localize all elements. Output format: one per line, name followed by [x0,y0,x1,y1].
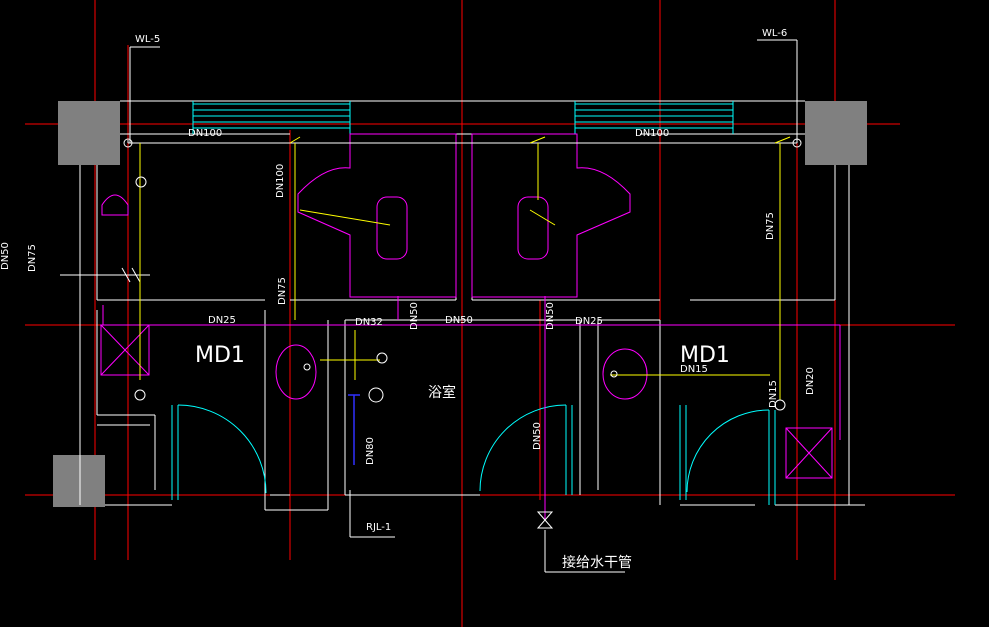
floor-drain-icon [135,176,147,188]
pipe-size-dn100-vert: DN100 [275,164,286,198]
pipe-size-dn75-margin: DN75 [27,244,38,272]
basin-tap-icon [303,363,311,371]
labels: WL-5 WL-6 DN100 DN100 DN100 DN75 DN50 DN… [0,28,816,571]
supply-pipes [139,136,791,400]
door-tag-md1-right: MD1 [680,343,730,368]
fittings [123,138,802,573]
floor-drain-icon [774,399,786,411]
pipe-size-dn15-right: DN15 [680,364,708,375]
wc-bowl-right [517,196,549,260]
floor-drain-icon [376,352,388,364]
washbasin-left [275,344,317,400]
pipe-size-dn25-left: DN25 [208,315,236,326]
wc-stall-right [471,133,631,298]
drain-pipes [60,39,798,283]
wc-bowl-left [376,196,408,260]
pipe-size-dn15-right2: DN15 [768,380,779,408]
door-swing-bath [479,404,567,492]
column-top-left [58,101,120,165]
pipe-size-dn25-right: DN25 [575,316,603,327]
washbasin-right [602,348,648,400]
valve-icon [536,511,554,529]
door-tag-md1-left: MD1 [195,343,245,368]
pipe-size-dn32: DN32 [355,317,383,328]
urinal [101,194,129,216]
pipe-size-dn50-vert: DN50 [532,422,543,450]
basin-tap-icon [610,370,618,378]
pipe-size-dn75-vert: DN75 [765,212,776,240]
pipe-size-dn50-margin: DN50 [0,242,11,270]
columns [53,101,867,507]
floor-drain-box-right [785,427,833,479]
fixtures [100,133,841,520]
door-swing-left [177,404,267,494]
floor-drain-icon [134,389,146,401]
stack-wl6-icon [792,138,802,148]
pipe-size-dn100-right: DN100 [635,128,669,139]
pipe-label-wl6: WL-6 [762,28,787,39]
pipe-size-dn50-a: DN50 [409,302,420,330]
pipe-size-dn75-mid: DN75 [277,277,288,305]
riser-label-rjl1: RJL-1 [366,522,391,533]
pipe-size-dn100-left: DN100 [188,128,222,139]
pipe-size-dn80-vert: DN80 [365,437,376,465]
wc-stall-left [297,133,457,298]
window-glazing [171,101,776,505]
pipe-size-dn50-c: DN50 [545,302,556,330]
hot-water-pipe [348,394,360,465]
door-swing-right [686,409,770,493]
pipe-label-wl5: WL-5 [135,34,160,45]
shower-drain-icon [368,387,384,403]
stack-wl5-icon [123,138,133,148]
water-main-label: 接给水干管 [562,554,632,571]
door-swings [177,404,770,494]
walls [79,100,865,511]
column-top-right [805,101,867,165]
room-label-bathroom: 浴室 [428,384,456,401]
pipe-size-dn50-b: DN50 [445,315,473,326]
pipe-size-dn20-right: DN20 [805,367,816,395]
column-bottom-left [53,455,105,507]
